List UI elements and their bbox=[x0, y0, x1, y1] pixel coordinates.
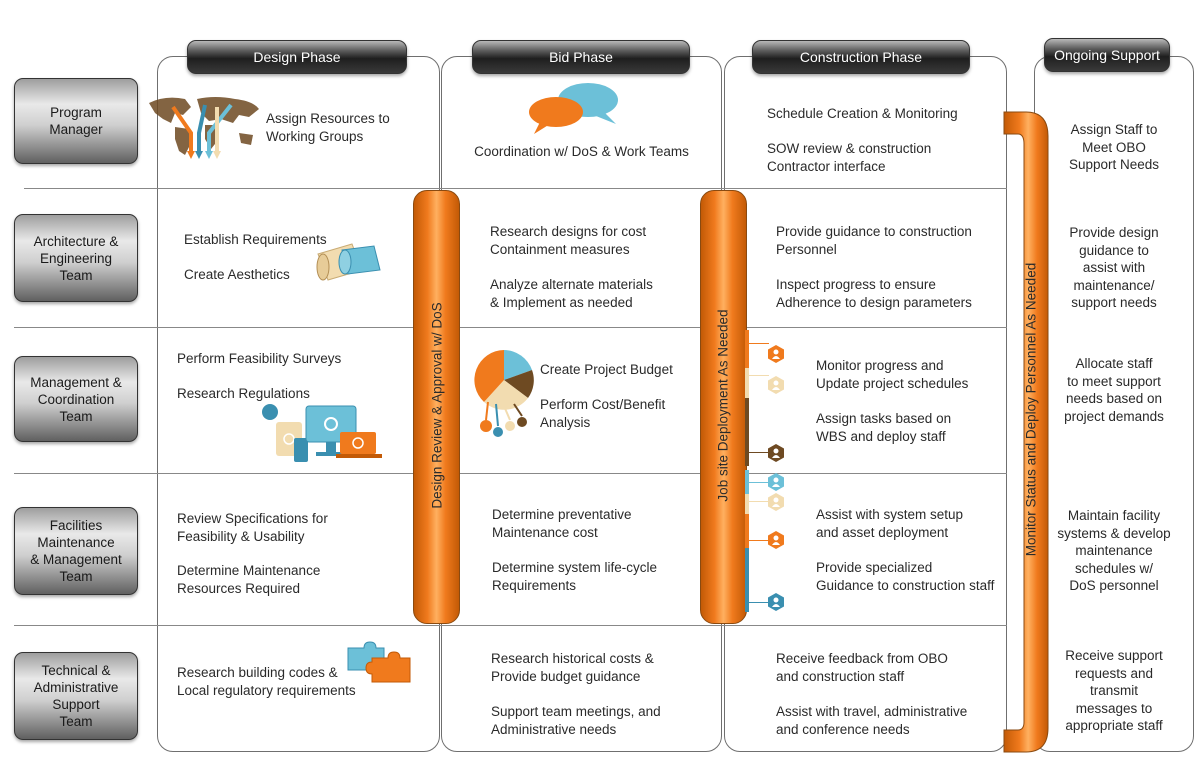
connector-line bbox=[749, 482, 769, 483]
support-r2-text: Provide design guidance to assist with m… bbox=[1069, 225, 1159, 310]
timeline-segment-teal bbox=[745, 470, 749, 494]
bid-r2b-text: Analyze alternate materials & Implement … bbox=[490, 277, 653, 310]
construction-r5a-text: Receive feedback from OBO and constructi… bbox=[776, 651, 948, 684]
person-icon bbox=[768, 473, 784, 491]
role-technical-administrative: Technical & Administrative Support Team bbox=[14, 652, 138, 740]
construction-r5b-text: Assist with travel, administrative and c… bbox=[776, 704, 968, 737]
timeline-segment-blue bbox=[745, 548, 749, 612]
chat-bubbles-icon bbox=[529, 83, 618, 134]
monitor-status-label: Monitor Status and Deploy Personnel As N… bbox=[1023, 262, 1039, 557]
construction-r1a-text: Schedule Creation & Monitoring bbox=[767, 106, 958, 121]
ongoing-support-tab: Ongoing Support bbox=[1044, 38, 1170, 72]
design-phase-tab: Design Phase bbox=[187, 40, 407, 74]
person-icon bbox=[768, 531, 784, 549]
design-r3a-text: Perform Feasibility Surveys bbox=[177, 351, 342, 366]
design-r2a-text: Establish Requirements bbox=[184, 232, 327, 247]
bid-r4a-text: Determine preventative Maintenance cost bbox=[492, 507, 632, 540]
bid-r3b-text: Perform Cost/Benefit Analysis bbox=[540, 397, 666, 430]
timeline-segment-cream bbox=[745, 494, 749, 514]
connector-line bbox=[749, 540, 769, 541]
connector-line bbox=[749, 452, 769, 453]
role-program-manager: Program Manager bbox=[14, 78, 138, 164]
construction-r4b-text: Provide specialized Guidance to construc… bbox=[816, 560, 995, 593]
design-review-label: Design Review & Approval w/ DoS bbox=[429, 302, 445, 509]
connector-line bbox=[749, 602, 769, 603]
design-r4b-text: Determine Maintenance Resources Required bbox=[177, 563, 321, 596]
bid-phase-tab: Bid Phase bbox=[472, 40, 690, 74]
row-divider bbox=[14, 473, 1007, 474]
construction-r3a-text: Monitor progress and Update project sche… bbox=[816, 358, 969, 391]
design-phase-column bbox=[157, 56, 440, 752]
devices-icon bbox=[262, 404, 382, 462]
construction-r3b-text: Assign tasks based on WBS and deploy sta… bbox=[816, 411, 952, 444]
monitor-bracket bbox=[1003, 111, 1049, 753]
row-divider bbox=[14, 625, 1007, 626]
budget-pie-icon bbox=[474, 350, 534, 437]
person-icon bbox=[768, 444, 784, 462]
bid-r5a-text: Research historical costs & Provide budg… bbox=[491, 651, 654, 684]
bid-r4b-text: Determine system life-cycle Requirements bbox=[492, 560, 658, 593]
job-site-label: Job site Deployment As Needed bbox=[715, 309, 731, 502]
design-r1-text: Assign Resources to Working Groups bbox=[266, 111, 390, 144]
design-r3b-text: Research Regulations bbox=[177, 386, 310, 401]
support-r5-text: Receive support requests and transmit me… bbox=[1065, 648, 1163, 733]
support-r4-text: Maintain facility systems & develop main… bbox=[1057, 508, 1171, 593]
person-icon bbox=[768, 345, 784, 363]
role-architecture-engineering: Architecture & Engineering Team bbox=[14, 214, 138, 302]
blueprint-rolls-icon bbox=[316, 243, 381, 281]
bid-r3a-text: Create Project Budget bbox=[540, 362, 673, 377]
support-r1-text: Assign Staff to Meet OBO Support Needs bbox=[1068, 122, 1160, 172]
role-management-coordination: Management & Coordination Team bbox=[14, 356, 138, 442]
design-review-bar bbox=[413, 190, 460, 624]
row-divider bbox=[14, 327, 1007, 328]
construction-r4a-text: Assist with system setup and asset deplo… bbox=[816, 507, 964, 540]
timeline-segment-orange bbox=[745, 330, 749, 368]
design-r5-text: Research building codes & Local regulato… bbox=[177, 665, 356, 698]
connector-line bbox=[749, 501, 769, 502]
timeline-segment-orange bbox=[745, 514, 749, 548]
connector-line bbox=[749, 343, 769, 344]
timeline-segment-brown bbox=[745, 398, 749, 466]
person-icon bbox=[768, 593, 784, 611]
design-r4a-text: Review Specifications for Feasibility & … bbox=[177, 511, 328, 544]
design-r2b-text: Create Aesthetics bbox=[184, 267, 290, 282]
construction-r2a-text: Provide guidance to construction Personn… bbox=[776, 224, 972, 257]
timeline-segment-cream bbox=[745, 368, 749, 398]
person-icon bbox=[768, 493, 784, 511]
construction-r1b-text: SOW review & construction Contractor int… bbox=[767, 141, 932, 174]
support-r3-text: Allocate staff to meet support needs bas… bbox=[1064, 356, 1164, 424]
bid-r5b-text: Support team meetings, and Administrativ… bbox=[491, 704, 661, 737]
person-icon bbox=[768, 376, 784, 394]
support-phase-column bbox=[1034, 56, 1194, 752]
bid-r1-text: Coordination w/ DoS & Work Teams bbox=[474, 144, 689, 159]
role-facilities-maintenance: Facilities Maintenance & Management Team bbox=[14, 507, 138, 595]
construction-phase-tab: Construction Phase bbox=[752, 40, 970, 74]
construction-phase-column bbox=[724, 56, 1007, 752]
puzzle-icon bbox=[347, 641, 411, 683]
world-map-icon bbox=[149, 97, 259, 159]
construction-r2b-text: Inspect progress to ensure Adherence to … bbox=[776, 277, 972, 310]
bid-r2a-text: Research designs for cost Containment me… bbox=[490, 224, 647, 257]
connector-line bbox=[749, 375, 769, 376]
row-divider bbox=[24, 188, 1007, 189]
